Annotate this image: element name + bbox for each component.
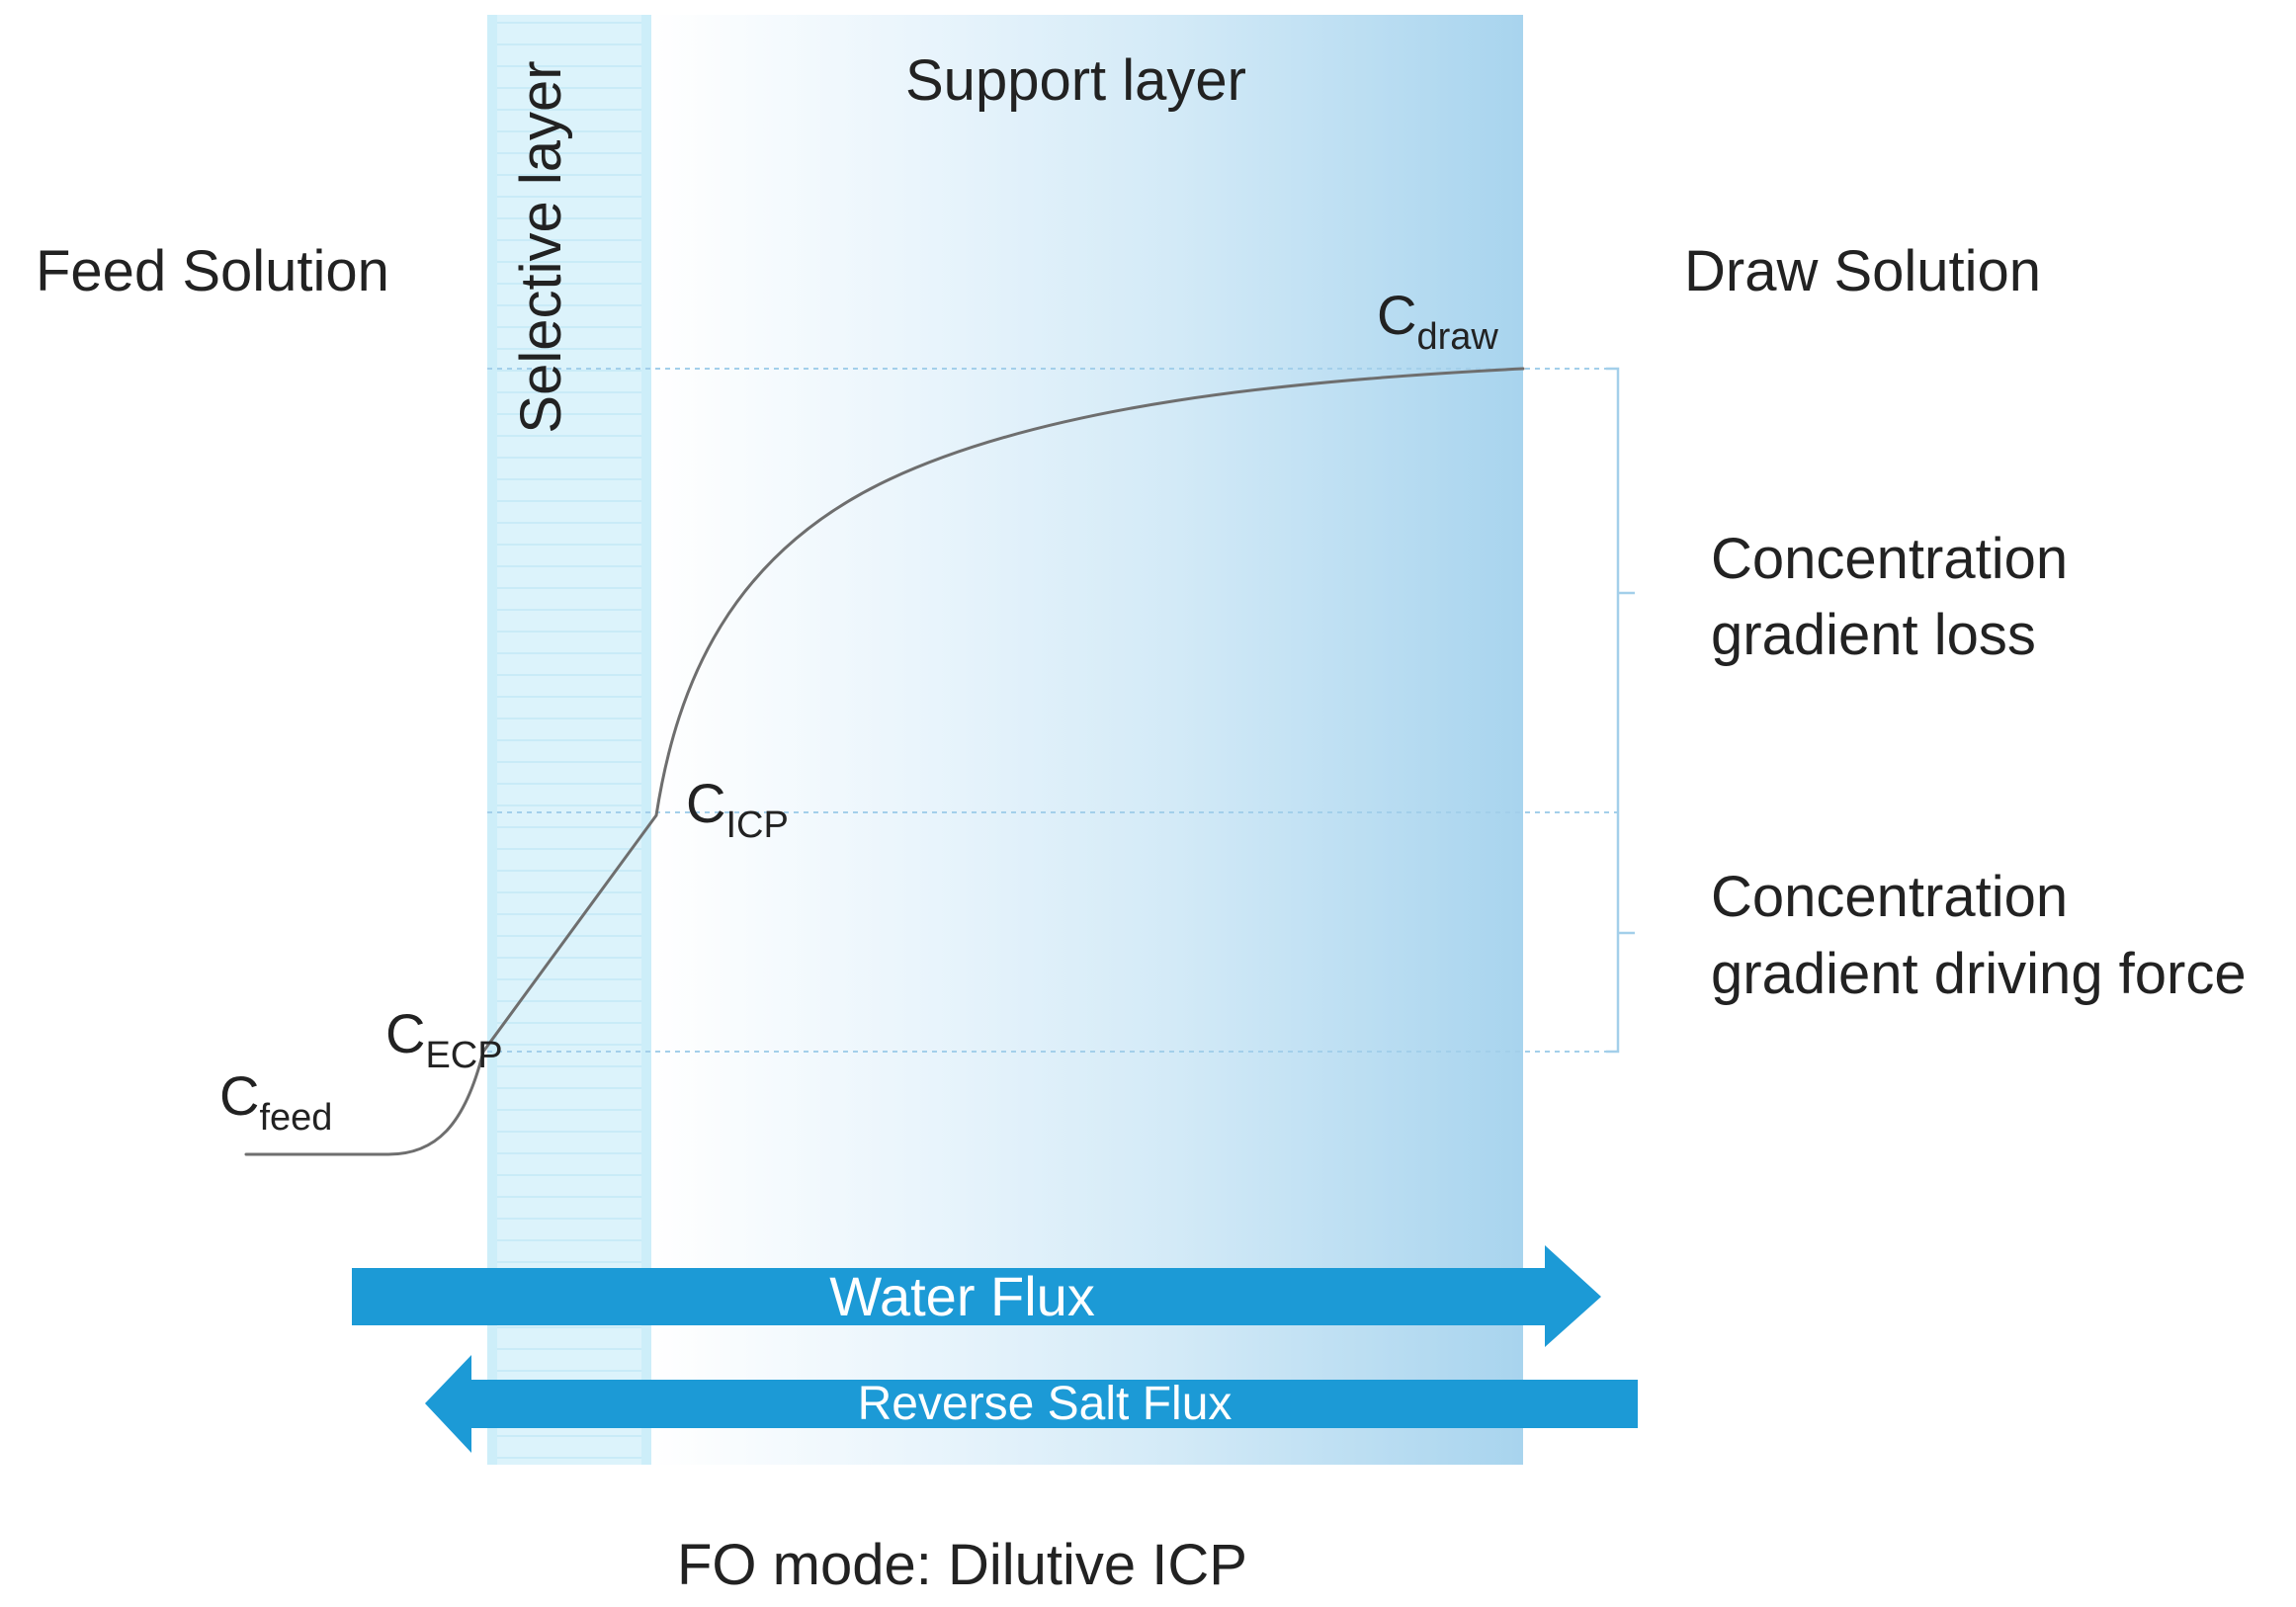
c-feed-symbol: C xyxy=(219,1064,260,1127)
support-layer-band xyxy=(651,15,1523,1465)
c-draw-label: Cdraw xyxy=(1377,288,1498,359)
feed-solution-label: Feed Solution xyxy=(36,239,389,303)
c-feed-label: Cfeed xyxy=(219,1068,333,1140)
selective-layer-label: Selective layer xyxy=(509,60,573,434)
reverse-salt-flux-label: Reverse Salt Flux xyxy=(857,1378,1233,1430)
gradient-loss-label-line1: Concentration xyxy=(1711,527,2069,591)
c-icp-subscript: ICP xyxy=(725,804,789,847)
reverse-salt-flux-arrow xyxy=(425,1355,1638,1453)
draw-solution-label: Draw Solution xyxy=(1684,239,2042,303)
concentration-profile-curve xyxy=(244,367,1525,1156)
driving-force-label-line2: gradient driving force xyxy=(1711,942,2247,1006)
gradient-loss-bracket xyxy=(1606,367,1635,812)
water-flux-label: Water Flux xyxy=(829,1265,1095,1327)
c-feed-subscript: feed xyxy=(259,1097,333,1140)
selective-layer-left-edge xyxy=(487,15,497,1465)
c-ecp-symbol: C xyxy=(385,1002,426,1064)
diagram-caption: FO mode: Dilutive ICP xyxy=(677,1533,1247,1597)
gradient-loss-label-line2: gradient loss xyxy=(1711,603,2036,667)
c-draw-subscript: draw xyxy=(1416,316,1498,359)
c-draw-symbol: C xyxy=(1377,284,1417,346)
c-icp-label: CICP xyxy=(686,776,789,847)
support-layer-label: Support layer xyxy=(905,48,1246,113)
driving-force-label-line1: Concentration xyxy=(1711,865,2069,929)
water-flux-arrow xyxy=(352,1245,1601,1347)
c-icp-symbol: C xyxy=(686,772,726,834)
selective-layer-band xyxy=(487,15,651,1465)
driving-force-bracket xyxy=(1606,812,1635,1054)
c-ecp-subscript: ECP xyxy=(425,1035,503,1077)
selective-layer-right-edge xyxy=(641,15,651,1465)
c-ecp-label: CECP xyxy=(385,1006,503,1077)
